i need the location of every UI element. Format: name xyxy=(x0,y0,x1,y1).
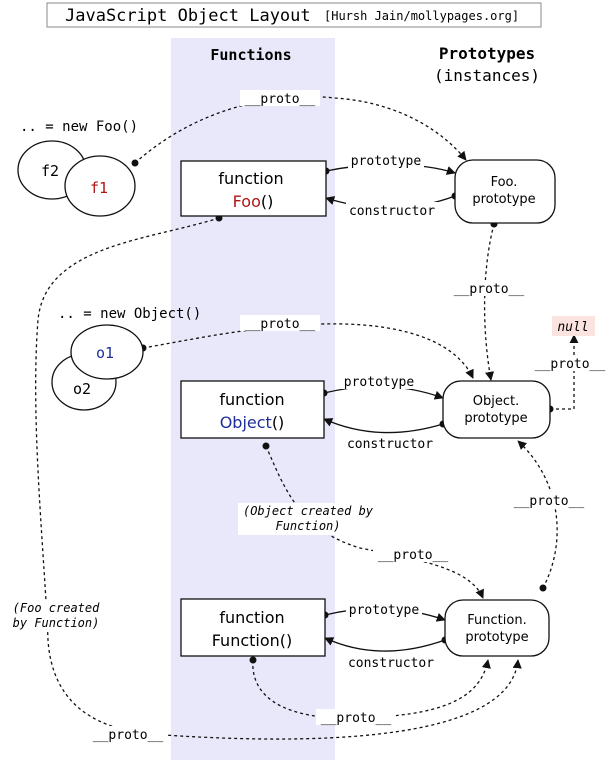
label-foo-created-by-function: (Foo created by Function) xyxy=(8,600,106,632)
label-objproto-null-proto: __proto__ xyxy=(530,355,610,372)
object-func-proto-arrow xyxy=(265,445,484,599)
label-f1-proto: __proto__ xyxy=(240,90,320,107)
function-function-signature: Function() xyxy=(212,631,293,650)
svg-text:constructor: constructor xyxy=(347,437,433,452)
label-foo-func-proto: __proto__ xyxy=(88,726,168,743)
new-object-label: .. = new Object() xyxy=(58,306,201,322)
foo-prototype-box xyxy=(454,159,556,224)
label-funcproto-proto: __proto__ xyxy=(509,492,589,509)
prototypes-heading: Prototypes xyxy=(439,44,535,63)
svg-text:constructor: constructor xyxy=(348,656,434,671)
svg-text:__proto__: __proto__ xyxy=(454,282,525,297)
svg-text:__proto__: __proto__ xyxy=(514,494,585,509)
f1-proto-arrow xyxy=(134,96,467,164)
dot-object-func xyxy=(262,442,270,450)
object-prototype-line2: prototype xyxy=(464,411,527,426)
label-object-func-proto: __proto__ xyxy=(373,546,453,563)
function-foo-box xyxy=(180,160,327,217)
foo-prototype-line2: prototype xyxy=(472,192,535,207)
dot-function-func xyxy=(249,656,257,664)
svg-text:__proto__: __proto__ xyxy=(245,92,316,107)
function-object-box xyxy=(180,380,325,439)
label-foo-prototype: prototype xyxy=(348,152,424,169)
function-prototype-line1: Function. xyxy=(467,613,526,628)
dot-f1 xyxy=(131,159,139,167)
svg-text:(Foo created: (Foo created xyxy=(13,601,100,615)
svg-text:(Object created by: (Object created by xyxy=(243,504,374,518)
label-fooproto-proto: __proto__ xyxy=(449,280,529,297)
label-function-prototype: prototype xyxy=(346,601,422,618)
new-foo-label: .. = new Foo() xyxy=(20,119,138,135)
foo-func-proto-arrow xyxy=(35,217,522,740)
svg-text:__proto__: __proto__ xyxy=(535,357,606,372)
function-constructor-arrow xyxy=(324,637,446,652)
header-title: JavaScript Object Layout xyxy=(65,6,311,26)
instance-f2-label: f2 xyxy=(41,162,59,180)
svg-text:constructor: constructor xyxy=(349,204,435,219)
svg-text:prototype: prototype xyxy=(344,375,415,390)
function-function-box xyxy=(180,598,326,657)
svg-text:__proto__: __proto__ xyxy=(245,317,316,332)
instance-f1-label: f1 xyxy=(90,179,108,197)
label-function-func-proto: __proto__ xyxy=(316,709,396,726)
header-credit: [Hursh Jain/mollypages.org] xyxy=(324,9,519,23)
null-badge xyxy=(552,316,595,336)
label-function-constructor: constructor xyxy=(345,654,437,671)
object-constructor-arrow xyxy=(323,418,444,434)
svg-text:by Function): by Function) xyxy=(13,616,100,630)
function-object-keyword: function xyxy=(219,390,284,409)
function-function-keyword: function xyxy=(219,608,284,627)
null-label: null xyxy=(557,320,588,335)
svg-text:prototype: prototype xyxy=(351,154,422,169)
functions-heading: Functions xyxy=(210,46,291,64)
svg-text:prototype: prototype xyxy=(349,603,420,618)
prototypes-subheading: (instances) xyxy=(434,66,540,85)
instance-o2-label: o2 xyxy=(73,380,91,398)
svg-text:__proto__: __proto__ xyxy=(378,548,449,563)
instance-f1 xyxy=(64,155,136,217)
function-object-signature: Object() xyxy=(220,413,285,432)
instance-o1-label: o1 xyxy=(96,344,114,362)
function-prototype-line2: prototype xyxy=(465,630,528,645)
function-foo-signature: Foo() xyxy=(233,192,274,211)
object-prototype-box xyxy=(442,380,551,439)
svg-text:__proto__: __proto__ xyxy=(93,728,164,743)
fooproto-proto-arrow xyxy=(483,223,495,381)
label-foo-constructor: constructor xyxy=(346,202,438,219)
dot-funcproto-proto xyxy=(539,584,547,592)
header-box xyxy=(46,2,542,28)
label-object-constructor: constructor xyxy=(344,435,436,452)
label-object-created-by-function: (Object created by Function) xyxy=(238,503,378,535)
objproto-proto-null-arrow xyxy=(550,334,579,410)
foo-prototype-line1: Foo. xyxy=(491,175,518,190)
function-prototype-box xyxy=(444,599,550,657)
object-prototype-line1: Object. xyxy=(473,394,519,409)
instance-o1 xyxy=(70,324,144,380)
label-o1-proto: __proto__ xyxy=(240,315,320,332)
svg-text:Function): Function) xyxy=(275,519,340,533)
svg-text:__proto__: __proto__ xyxy=(321,711,392,726)
label-object-prototype: prototype xyxy=(341,373,417,390)
o1-proto-arrow xyxy=(142,323,474,379)
funcproto-proto-arrow xyxy=(517,440,558,589)
function-foo-keyword: function xyxy=(218,169,283,188)
